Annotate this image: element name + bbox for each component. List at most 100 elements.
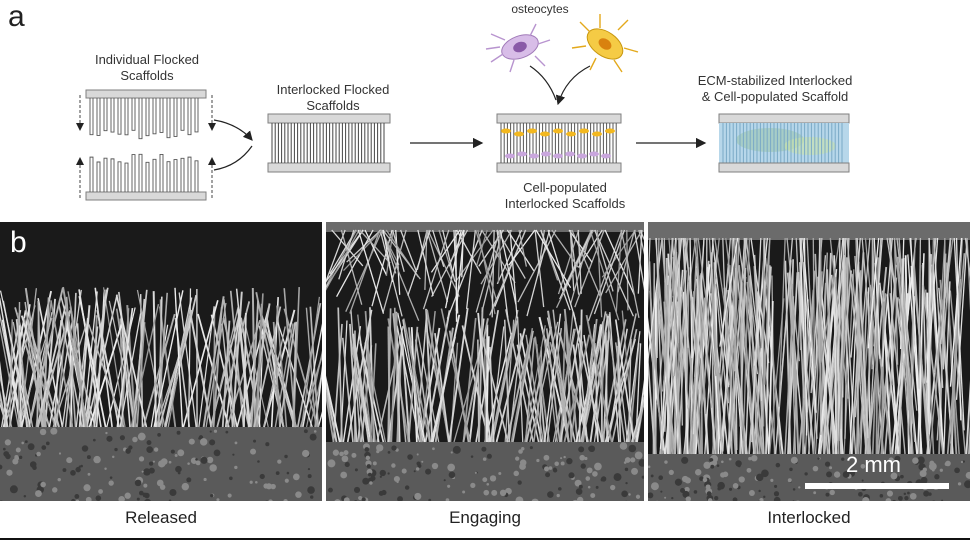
fiber [78, 305, 91, 428]
substrate-speck [584, 456, 588, 461]
substrate-speck [387, 472, 390, 475]
fiber [198, 306, 215, 428]
fiber [936, 237, 952, 441]
substrate-speck [367, 472, 372, 477]
substrate-speck [118, 495, 125, 501]
fiber [497, 229, 501, 284]
fiber [795, 237, 805, 399]
fiber [337, 307, 343, 443]
substrate-speck [177, 449, 185, 457]
substrate-speck [57, 477, 61, 482]
substrate-speck [81, 445, 89, 452]
fiber [965, 379, 970, 455]
substrate-speck [372, 461, 377, 466]
fiber [314, 365, 322, 428]
fiber [180, 98, 185, 131]
substrate-speck [397, 496, 403, 501]
substrate-speck [775, 462, 781, 468]
substrate-speck [619, 442, 628, 450]
fiber [481, 229, 503, 312]
yellow-osteocyte-icon [571, 14, 639, 73]
fiber [955, 237, 968, 400]
fiber [547, 229, 577, 320]
fiber [812, 237, 816, 377]
fiber [909, 237, 930, 441]
panel-a-letter: a [8, 0, 25, 33]
substrate-speck [693, 490, 698, 494]
fiber [888, 237, 906, 381]
fiber [159, 153, 164, 192]
fiber [221, 320, 231, 428]
substrate-speck [566, 457, 573, 465]
substrate-speck [648, 465, 651, 469]
substrate-speck [283, 499, 288, 501]
fiber [627, 338, 632, 443]
fiber [656, 237, 660, 359]
fiber [395, 229, 401, 295]
fiber [152, 98, 157, 135]
substrate-speck [829, 466, 833, 470]
fiber [117, 161, 122, 192]
fiber [187, 98, 192, 136]
substrate-speck [728, 457, 732, 461]
substrate-speck [78, 465, 82, 468]
fiber [636, 395, 644, 443]
substrate-speck [470, 482, 476, 488]
substrate-speck [638, 459, 644, 467]
fiber [369, 343, 377, 443]
fiber [820, 237, 841, 365]
substrate-speck [931, 468, 935, 472]
substrate-speck [748, 490, 755, 497]
substrate-speck [671, 496, 674, 500]
substrate-speck [295, 491, 302, 498]
substrate-speck [568, 472, 575, 479]
substrate-speck [833, 471, 841, 478]
substrate-speck [572, 499, 578, 501]
fiber [635, 343, 642, 443]
fiber [837, 237, 841, 441]
fiber [742, 237, 751, 441]
fiber [668, 237, 679, 344]
fiber [964, 237, 970, 279]
substrate-speck [792, 488, 796, 491]
bottom-rule [0, 538, 970, 540]
substrate-speck [353, 486, 361, 493]
fiber [352, 333, 370, 443]
substrate-speck [66, 457, 73, 464]
substrate-speck [699, 476, 704, 481]
substrate-speck [574, 479, 582, 487]
substrate-speck [499, 489, 507, 497]
fiber [145, 98, 150, 137]
substrate-speck [229, 476, 233, 481]
substrate-speck [621, 490, 628, 498]
fiber [202, 296, 225, 428]
fiber [596, 229, 603, 318]
substrate-speck [556, 493, 560, 498]
fiber [525, 334, 545, 443]
fiber [358, 335, 380, 443]
substrate-speck [134, 479, 142, 487]
converge-arrow-bottom [213, 145, 253, 171]
fiber [884, 297, 899, 455]
substrate-speck [6, 469, 13, 476]
fiber [517, 229, 557, 303]
fiber [345, 229, 383, 312]
fiber [477, 307, 484, 443]
substrate-speck [625, 481, 628, 485]
substrate-speck [234, 441, 238, 445]
fiber [465, 229, 477, 310]
substrate-speck [587, 485, 591, 489]
ecm-fibers [722, 123, 843, 163]
fiber [638, 229, 644, 255]
substrate-speck [445, 498, 450, 501]
substrate-speck [965, 471, 970, 479]
fiber [784, 296, 795, 455]
substrate-speck [513, 470, 520, 477]
fiber [846, 237, 867, 450]
substrate-speck [586, 467, 593, 474]
fiber [655, 237, 664, 451]
substrate-speck [829, 489, 835, 496]
substrate-speck [929, 460, 935, 466]
substrate-speck [213, 449, 221, 457]
substrate-speck [181, 482, 190, 491]
